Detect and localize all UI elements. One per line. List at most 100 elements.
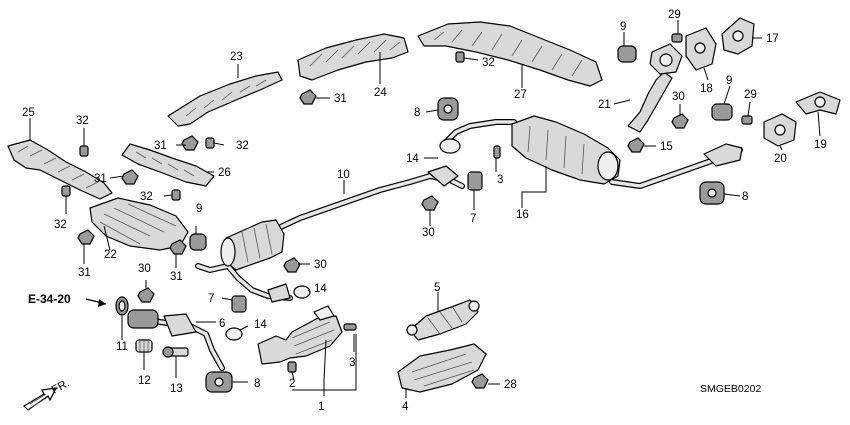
bracket-17: [721, 17, 755, 55]
muffler-16: [443, 115, 743, 189]
leader-lines: [29, 20, 821, 398]
reference-label: E-34-20: [28, 292, 71, 306]
callout-20: 20: [774, 153, 787, 165]
callout-25: 25: [22, 107, 35, 119]
nut-31-b: [181, 135, 199, 151]
nut-31-e: [299, 89, 317, 105]
callout-28: 28: [504, 379, 517, 391]
bolt-32-e: [455, 51, 465, 63]
bolt-3-front: [343, 323, 357, 331]
callout-19: 19: [814, 139, 827, 151]
callout-11: 11: [116, 341, 128, 353]
callout-22: 22: [104, 249, 117, 261]
callout-32-d: 32: [236, 140, 249, 152]
callout-30-rear: 30: [672, 91, 685, 103]
heat-shield-26: [121, 143, 215, 187]
flange-center: [427, 165, 459, 187]
converter-5: [406, 299, 480, 341]
callout-7-center: 7: [208, 293, 214, 305]
bolt-28: [471, 373, 489, 389]
callout-16: 16: [516, 209, 529, 221]
callout-17: 17: [766, 33, 779, 45]
callout-13: 13: [170, 383, 183, 395]
callout-14-mid: 14: [314, 283, 327, 295]
bolt-32-d: [205, 137, 215, 149]
bolt-29-b: [741, 115, 753, 125]
bolt-32-b: [61, 185, 71, 197]
callout-32-e: 32: [482, 57, 495, 69]
callout-labels: 1 2 3 3 4 5 6 7 7 8 8 8 9 9 9 10 11 12 1…: [22, 9, 827, 413]
bolt-32-a: [79, 145, 89, 157]
reference-arrow: E-34-20: [28, 292, 107, 307]
callout-7-rear: 7: [470, 213, 476, 225]
callout-32-b: 32: [54, 219, 67, 231]
rubber-9-b: [711, 103, 733, 121]
callout-27: 27: [514, 89, 527, 101]
callout-29-a: 29: [668, 9, 681, 21]
spring-12: [135, 339, 153, 353]
gasket-14-mid: [293, 285, 311, 299]
heat-shield-25: [7, 139, 113, 200]
callout-8-top: 8: [414, 107, 420, 119]
callout-12: 12: [138, 375, 151, 387]
callout-30-lower: 30: [422, 227, 435, 239]
callout-9-a: 9: [620, 21, 626, 33]
callout-14-rear: 14: [406, 153, 419, 165]
callout-1: 1: [318, 401, 324, 413]
callout-31-a: 31: [94, 173, 107, 185]
gasket-14-front: [225, 327, 243, 341]
heat-shield-22: [89, 197, 189, 251]
callout-21: 21: [598, 99, 611, 111]
front-arrow: FR.: [23, 377, 72, 411]
nut-31-a: [121, 169, 139, 185]
callout-5: 5: [434, 282, 440, 294]
gasket-11: [115, 296, 129, 316]
bolt-13: [162, 346, 189, 358]
heat-shield-27: [417, 21, 603, 87]
nut-31-c: [77, 229, 95, 245]
callout-30-center: 30: [314, 259, 327, 271]
center-pipe-10: [195, 173, 465, 303]
callout-31-d: 31: [170, 271, 183, 283]
callout-31-e: 31: [334, 93, 347, 105]
bolt-3-center: [493, 145, 501, 159]
callout-15: 15: [660, 141, 673, 153]
diagram-code: SMGEB0202: [700, 383, 761, 395]
heat-shield-23: [167, 71, 283, 127]
callout-18: 18: [700, 83, 713, 95]
hanger-21: [627, 43, 683, 133]
callout-4: 4: [402, 401, 409, 413]
callout-9-c: 9: [196, 203, 202, 215]
nut-30-center: [283, 257, 301, 273]
hanger-rubber-8-front: [205, 371, 233, 393]
callout-9-b: 9: [726, 75, 732, 87]
callout-23: 23: [230, 51, 243, 63]
bolt-2: [287, 361, 297, 373]
callout-8-rear: 8: [742, 191, 748, 203]
catalytic-converter-1: [257, 305, 343, 365]
callout-14-front: 14: [254, 319, 267, 331]
callout-30-left: 30: [138, 263, 151, 275]
hanger-7-rear: [467, 171, 483, 191]
nut-30-rear: [671, 113, 689, 129]
hanger-rubber-8-top: [437, 97, 459, 121]
converter-shield-4: [397, 343, 487, 393]
hanger-20: [763, 113, 797, 147]
heat-shield-24: [297, 33, 409, 81]
rubber-9-c: [189, 233, 207, 251]
callout-32-a: 32: [76, 115, 89, 127]
callout-26: 26: [218, 167, 231, 179]
callout-29-b: 29: [744, 89, 757, 101]
rubber-9-a: [617, 45, 637, 63]
callout-32-c: 32: [140, 191, 153, 203]
callout-24: 24: [374, 87, 387, 99]
callout-2: 2: [289, 378, 295, 390]
callout-3-center: 3: [497, 174, 503, 186]
front-pipe-6: [127, 309, 225, 371]
callout-8-front: 8: [254, 378, 260, 390]
bracket-18: [685, 27, 717, 71]
bolt-32-c: [171, 189, 181, 201]
nut-30-lower: [421, 195, 439, 211]
callout-3-front: 3: [349, 357, 355, 369]
